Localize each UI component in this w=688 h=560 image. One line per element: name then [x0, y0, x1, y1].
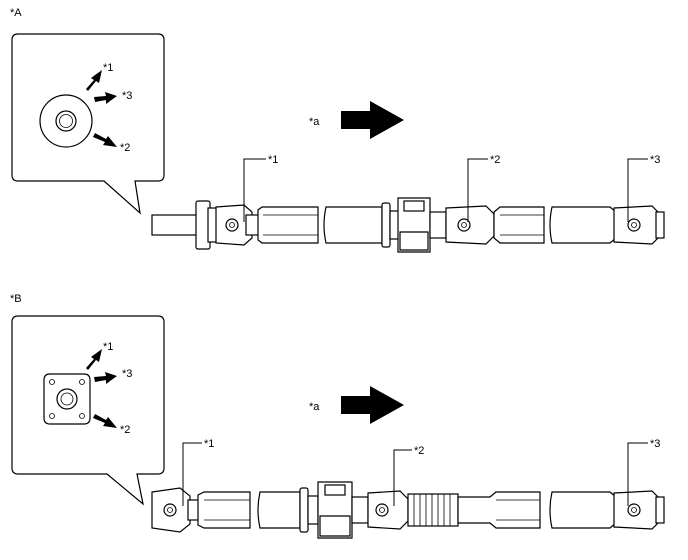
arrow-icon — [93, 133, 117, 147]
section-a-bubble-callout-1: *1 — [103, 62, 113, 74]
section-a-direction-label: *a — [309, 116, 320, 128]
section-b-bubble-callout-3: *3 — [122, 368, 132, 380]
arrow-icon — [94, 92, 117, 104]
section-a-bubble-callout-2: *2 — [120, 142, 130, 154]
section-b-bubble-callout-1: *1 — [103, 341, 113, 353]
section-b-leader-3 — [627, 442, 648, 506]
section-b-label: *B — [10, 293, 22, 305]
section-b-callout-2: *2 — [414, 445, 424, 457]
section-a: *A *1 *3 *2 *a — [10, 7, 665, 253]
section-b-callout-1: *1 — [204, 438, 214, 450]
section-a-callout-1: *1 — [268, 154, 278, 166]
section-b-direction-label: *a — [309, 401, 320, 413]
arrow-icon — [86, 70, 102, 91]
section-b-propeller-shaft — [151, 481, 665, 539]
section-b-callout-3: *3 — [650, 438, 660, 450]
section-b-leader-2 — [393, 449, 412, 506]
section-a-callout-3: *3 — [650, 154, 660, 166]
section-a-leader-2 — [467, 158, 488, 222]
arrow-icon — [86, 349, 102, 370]
section-b-flange-plate — [43, 373, 91, 425]
direction-arrow-icon — [341, 386, 404, 424]
section-a-callout-2: *2 — [490, 154, 500, 166]
section-b-bubble-callout-2: *2 — [120, 424, 130, 436]
section-a-bubble-callout-3: *3 — [122, 90, 132, 102]
section-a-propeller-shaft — [151, 197, 665, 253]
arrow-icon — [93, 414, 117, 428]
direction-arrow-icon — [341, 101, 404, 139]
section-a-flange-disc — [39, 94, 93, 148]
section-a-label: *A — [10, 7, 22, 19]
section-a-leader-3 — [627, 158, 648, 222]
section-b-leader-1 — [182, 442, 202, 506]
arrow-icon — [94, 372, 117, 384]
section-b: *B *1 *3 *2 *a — [10, 293, 665, 539]
section-a-leader-1 — [243, 158, 266, 222]
